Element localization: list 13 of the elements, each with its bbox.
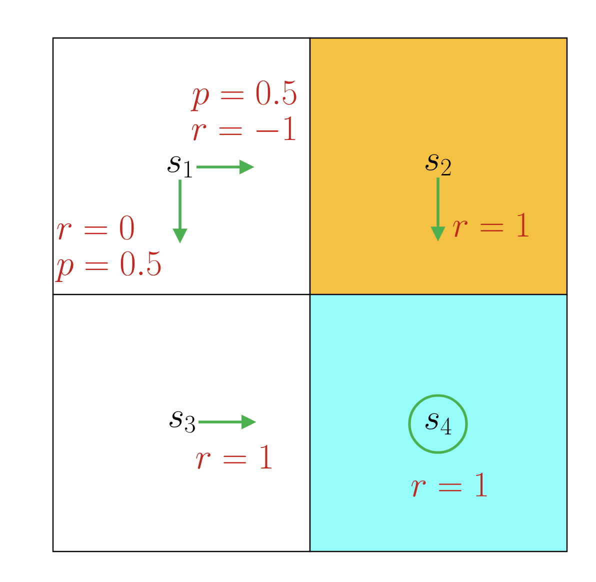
grid-cell [309, 294, 568, 552]
reward-label: $r = 1$ [411, 472, 487, 497]
edge-label: $r = 1$ [453, 212, 528, 237]
grid-cell [309, 37, 568, 296]
state-label: $s_1$ [168, 156, 192, 178]
state-label: $s_2$ [426, 154, 451, 176]
grid-cell [52, 37, 311, 296]
grid-cell [52, 294, 311, 552]
edge-label: $r = 1$ [196, 444, 272, 469]
state-label: $s_3$ [170, 411, 195, 433]
edge-label: $\begin{array}{l}r = 0\\p = 0.5\end{array}$ [55, 216, 161, 282]
circled-state: $s_4$ [408, 394, 468, 454]
edge-label: $\begin{array}{r}p = 0.5\\r = -1\end{array}$ [190, 80, 296, 140]
